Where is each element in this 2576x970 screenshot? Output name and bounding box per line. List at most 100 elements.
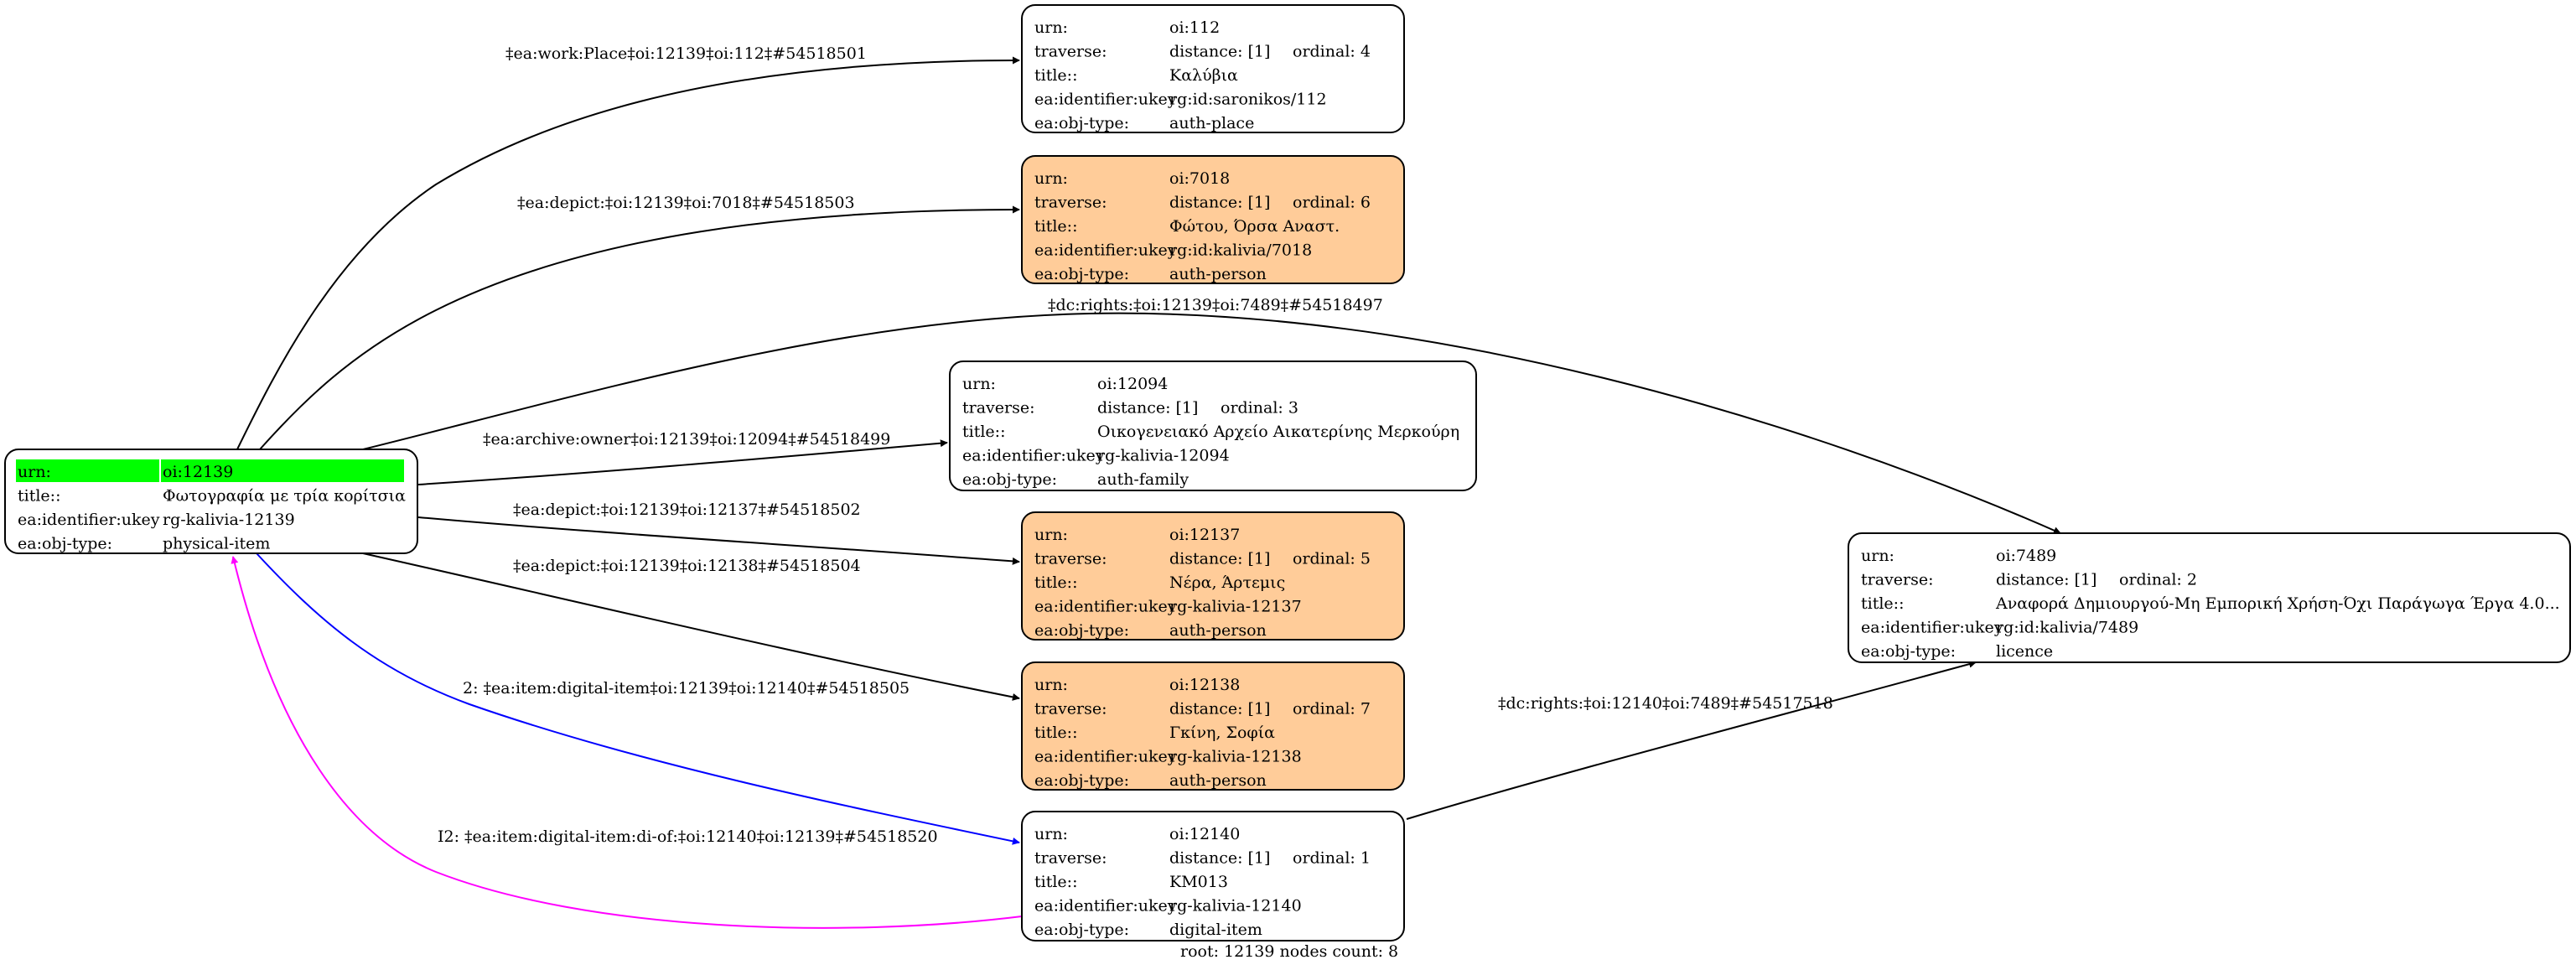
node-field-value: oi:12140: [1169, 825, 1240, 843]
node-field-key: title::: [1034, 573, 1077, 592]
edge-label: ‡ea:archive:owner‡oi:12139‡oi:12094‡#545…: [483, 430, 890, 449]
node-field-value: Οικογενειακό Αρχείο Αικατερίνης Μερκούρη: [1097, 423, 1459, 441]
node-field-value: rg-kalivia-12139: [163, 511, 295, 529]
node-field-key: traverse:: [1034, 43, 1107, 61]
node-field-key: ea:obj-type:: [962, 470, 1057, 489]
node-field-ordinal: ordinal: 6: [1293, 194, 1371, 212]
node-field-ordinal: ordinal: 7: [1293, 700, 1371, 718]
node-field-key: traverse:: [1861, 571, 1934, 589]
node-field-key: urn:: [1034, 825, 1068, 843]
node-field-key: ea:obj-type:: [1034, 265, 1129, 283]
node-field-value: Νέρα, Άρτεμις: [1169, 573, 1285, 592]
node-field-value: rg-kalivia-12140: [1169, 897, 1302, 916]
node-field-value: distance: [1]: [1169, 700, 1270, 718]
node-field-value: licence: [1996, 642, 2053, 661]
node-field-key: urn:: [962, 375, 996, 393]
node-field-key: ea:obj-type:: [1034, 921, 1129, 939]
node-field-value: oi:112: [1169, 18, 1220, 37]
node-field-key: ea:obj-type:: [1861, 642, 1956, 661]
node-field-value: distance: [1]: [1169, 849, 1270, 868]
node-box: [1848, 532, 2571, 663]
node-field-value: oi:7489: [1996, 547, 2056, 565]
node-field-value: rg:id:kalivia/7018: [1169, 241, 1312, 260]
node-box: [1021, 155, 1405, 284]
node-field-key: title::: [18, 487, 60, 506]
node-field-key: ea:identifier:ukey: [1034, 748, 1177, 766]
node-field-key: title::: [962, 423, 1005, 441]
node-field-value: Καλύβια: [1169, 66, 1238, 85]
graph-edge[interactable]: ‡ea:depict:‡oi:12139‡oi:12138‡#54518504: [362, 552, 1020, 701]
edge-label: ‡ea:work:Place‡oi:12139‡oi:112‡#54518501: [505, 44, 867, 63]
graph-edge[interactable]: ‡ea:archive:owner‡oi:12139‡oi:12094‡#545…: [417, 430, 948, 485]
node-field-key: urn:: [1034, 676, 1068, 694]
graph-edge[interactable]: ‡ea:depict:‡oi:12139‡oi:7018‡#54518503: [259, 194, 1020, 450]
edge-label: I2: ‡ea:item:digital-item:di-of:‡oi:1214…: [438, 827, 938, 846]
edge-label: ‡ea:depict:‡oi:12139‡oi:12137‡#54518502: [513, 501, 861, 519]
node-field-key: urn:: [1034, 526, 1068, 544]
node-field-value: rg-kalivia-12138: [1169, 748, 1302, 766]
node-field-ordinal: ordinal: 1: [1293, 849, 1371, 868]
node-field-ordinal: ordinal: 5: [1293, 550, 1371, 568]
edge-label: ‡dc:rights:‡oi:12139‡oi:7489‡#54518497: [1048, 296, 1383, 314]
node-field-key: ea:obj-type:: [1034, 114, 1129, 132]
node-field-value: auth-person: [1169, 265, 1267, 283]
node-field-value: distance: [1]: [1169, 43, 1270, 61]
node-field-value: physical-item: [163, 535, 270, 553]
edge-line: [1406, 660, 1977, 820]
node-field-key: ea:identifier:ukey: [1034, 598, 1177, 616]
edge-label: ‡ea:depict:‡oi:12139‡oi:12138‡#54518504: [513, 557, 861, 575]
graph-edge[interactable]: ‡ea:depict:‡oi:12139‡oi:12137‡#54518502: [417, 501, 1020, 565]
node-field-key: urn:: [1034, 169, 1068, 188]
node-field-value: Φώτου, Όρσα Αναστ.: [1169, 217, 1340, 236]
node-field-key: traverse:: [1034, 550, 1107, 568]
root-urn-highlight: [161, 459, 404, 482]
node-box: [1021, 811, 1405, 941]
edge-label: ‡dc:rights:‡oi:12140‡oi:7489‡#54517518: [1498, 694, 1833, 713]
edge-line: [231, 556, 1023, 929]
node-field-key: ea:identifier:ukey: [1034, 91, 1177, 109]
graph-edge[interactable]: ‡dc:rights:‡oi:12140‡oi:7489‡#54517518: [1406, 660, 1977, 820]
node-field-value: Αναφορά Δημιουργού-Μη Εμπορική Χρήση-Όχι…: [1995, 594, 2560, 613]
node-field-value: Φωτογραφία με τρία κορίτσια: [163, 487, 406, 506]
edge-line: [236, 56, 1020, 450]
graph-summary: root: 12139 nodes count: 8: [1180, 942, 1398, 961]
edge-label: 2: ‡ea:item:digital-item‡oi:12139‡oi:121…: [463, 679, 910, 698]
edge-line: [417, 516, 1020, 565]
graph-edge[interactable]: ‡dc:rights:‡oi:12139‡oi:7489‡#54518497: [362, 296, 2061, 534]
root-urn-highlight: [16, 459, 159, 482]
node-field-key: ea:identifier:ukey: [1034, 241, 1177, 260]
node-field-key: ea:identifier:ukey: [1034, 897, 1177, 916]
node-field-value: KM013: [1169, 873, 1228, 891]
node-field-value: rg:id:saronikos/112: [1169, 91, 1327, 109]
node-field-key: urn:: [1034, 18, 1068, 37]
node-field-value: rg:id:kalivia/7489: [1996, 619, 2138, 637]
node-field-key: urn:: [18, 463, 51, 481]
node-field-ordinal: ordinal: 3: [1221, 399, 1298, 418]
node-field-value: oi:7018: [1169, 169, 1230, 188]
node-box: [1021, 661, 1405, 791]
edge-label: ‡ea:depict:‡oi:12139‡oi:7018‡#54518503: [517, 194, 855, 212]
node-field-value: distance: [1]: [1169, 550, 1270, 568]
node-field-value: oi:12139: [163, 463, 233, 481]
graph-edge[interactable]: 2: ‡ea:item:digital-item‡oi:12139‡oi:121…: [256, 552, 1020, 845]
node-field-value: auth-person: [1169, 621, 1267, 640]
graph-edge[interactable]: I2: ‡ea:item:digital-item:di-of:‡oi:1214…: [231, 556, 1023, 929]
node-field-value: distance: [1]: [1097, 399, 1198, 418]
node-field-key: title::: [1034, 724, 1077, 742]
graph-edge[interactable]: ‡ea:work:Place‡oi:12139‡oi:112‡#54518501: [236, 44, 1020, 450]
node-field-value: auth-person: [1169, 771, 1267, 790]
node-field-key: ea:obj-type:: [1034, 771, 1129, 790]
node-field-ordinal: ordinal: 2: [2119, 571, 2197, 589]
node-box: [1021, 4, 1405, 133]
node-field-value: distance: [1]: [1169, 194, 1270, 212]
